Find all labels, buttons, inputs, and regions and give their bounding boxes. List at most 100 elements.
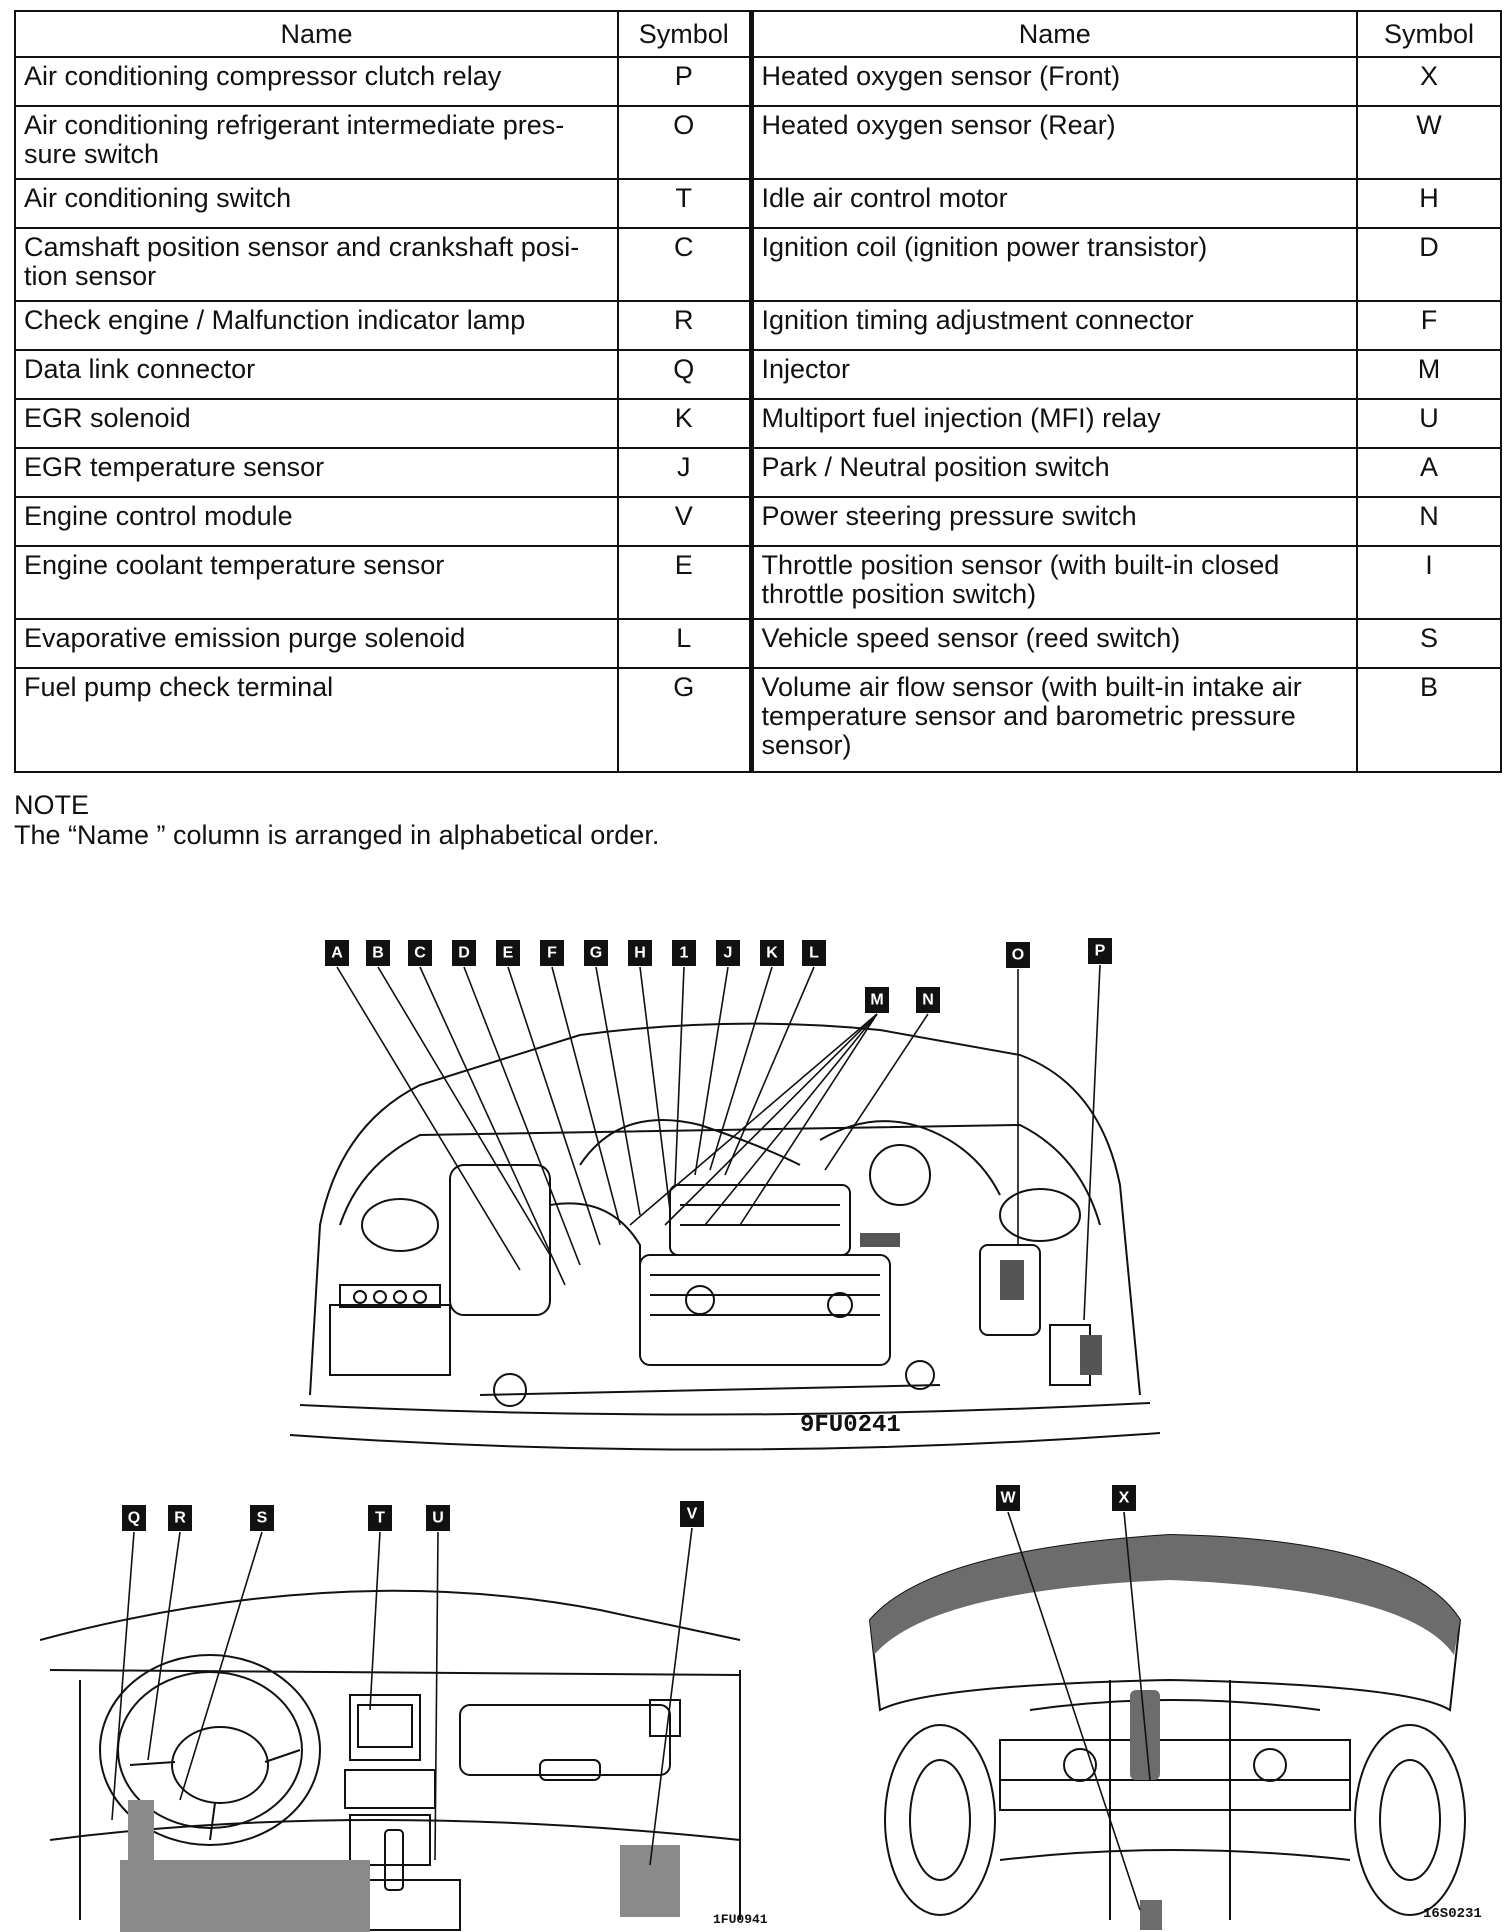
leader-line [694,966,729,1176]
callout-label: Q [128,1510,140,1527]
right-symbol-cell: I [1356,545,1502,621]
callout-label: L [809,945,819,962]
leader-line [147,1531,181,1761]
leader-line [377,966,551,1256]
right-symbol-cell: N [1356,496,1502,548]
leader-line [674,966,685,1186]
right-name-cell: Multiport fuel injection (MFI) relay [750,397,1358,450]
right-name-cell: Injector [750,348,1358,400]
callout-r: R [168,1505,192,1531]
left-symbol-cell: O [617,105,754,180]
left-name-cell: Data link connector [14,348,619,400]
callout-label: J [724,945,733,962]
callout-u: U [426,1505,450,1531]
callout-k: K [760,940,784,966]
leader-line [1123,1511,1151,1781]
left-symbol-cell: Q [617,348,754,400]
callout-label: R [174,1510,186,1527]
callout-label: H [634,945,646,962]
right-name-cell: Throttle position sensor (with built-in … [750,545,1358,621]
left-name-cell: Engine coolant temperature sensor [14,545,619,621]
left-name-cell: Check engine / Malfunction indicator lam… [14,299,619,351]
callout-label: F [547,945,557,962]
leader-line [739,1013,878,1226]
right-symbol-cell: A [1356,447,1502,499]
right-name-cell: Power steering pressure switch [750,496,1358,548]
right-symbol-cell: H [1356,177,1502,229]
table-row: Air conditioning compressor clutch relay… [14,55,1502,108]
leader-line [434,1531,439,1861]
callout-label: T [375,1510,385,1527]
note: NOTE The “Name ” column is arranged in a… [14,790,659,850]
right-symbol-cell: S [1356,618,1502,670]
table-row: Camshaft position sensor and crankshaft … [14,226,1502,302]
callout-label: C [414,945,426,962]
left-symbol-cell: P [617,55,754,108]
left-name-cell: Air conditioning switch [14,177,619,229]
name-header-left: Name [14,10,619,58]
callout-label: B [372,945,384,962]
callout-label: A [331,945,343,962]
right-name-cell: Ignition timing adjustment connector [750,299,1358,351]
right-symbol-cell: D [1356,226,1502,302]
leader-line [709,966,773,1171]
leader-line [704,1013,878,1226]
callout-label: N [922,992,934,1009]
component-location-table: Name Symbol Name Symbol Air conditioning… [14,10,1502,773]
left-name-cell: Air conditioning compressor clutch relay [14,55,619,108]
left-symbol-cell: R [617,299,754,351]
leader-line [724,966,815,1176]
engine-diagram-code: 9FU0241 [800,1412,901,1439]
callout-l: L [802,940,826,966]
callout-label: M [870,992,883,1009]
callout-q: Q [122,1505,146,1531]
callout-t: T [368,1505,392,1531]
left-name-cell: Air conditioning refrigerant intermediat… [14,105,619,180]
callout-label: S [257,1510,268,1527]
callout-label: W [1000,1490,1016,1507]
callout-p: P [1088,938,1112,964]
left-name-cell: EGR solenoid [14,397,619,450]
leader-line [463,966,581,1266]
left-symbol-cell: K [617,397,754,450]
leader-line [649,1527,693,1866]
callout-j: J [716,940,740,966]
symbol-header-right: Symbol [1356,10,1502,58]
note-heading: NOTE [14,790,90,820]
callout-label: V [687,1506,698,1523]
callout-label: E [503,945,514,962]
dashboard-diagram-code: 1FU0941 [713,1912,768,1927]
name-header-right: Name [750,10,1358,58]
leader-line [1083,964,1101,1321]
left-name-cell: Fuel pump check terminal [14,667,619,773]
left-symbol-cell: E [617,545,754,621]
callout-label: G [590,945,602,962]
callout-label: D [458,945,470,962]
dashboard-diagram: Q R S T U V [40,1501,741,1932]
leader-line [336,966,521,1271]
callout-label: X [1119,1490,1130,1507]
leader-line [824,1013,929,1171]
leader-line [1007,1511,1141,1911]
right-symbol-cell: X [1356,55,1502,108]
callout-label: O [1012,947,1024,964]
leader-line [664,1013,878,1226]
note-text: The “Name ” column is arranged in alphab… [14,820,660,850]
callout-a: A [325,940,349,966]
leader-line [507,966,601,1246]
callout-label: 1 [680,945,689,962]
engine-compartment-diagram: A B C D E F G H 1 J K L M N O P 9FU0241 [289,938,1160,1451]
left-name-cell: Evaporative emission purge solenoid [14,618,619,670]
right-name-cell: Ignition coil (ignition power transistor… [750,226,1358,302]
leader-line [629,1013,878,1226]
right-name-cell: Park / Neutral position switch [750,447,1358,499]
leader-line [551,966,621,1226]
leader-line [179,1531,263,1801]
callout-x: X [1112,1485,1136,1511]
